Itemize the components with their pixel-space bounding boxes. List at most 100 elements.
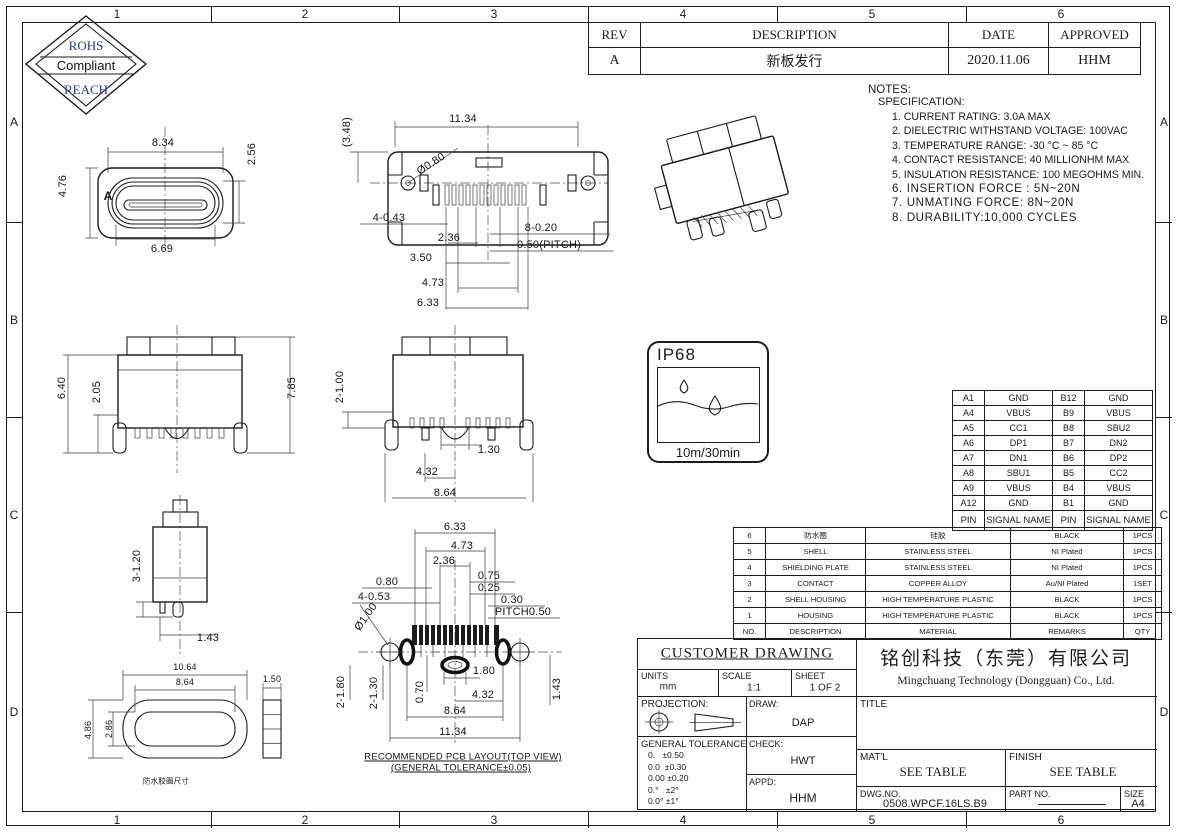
draw-label: DRAW:: [749, 699, 779, 709]
grid-divider: [777, 812, 779, 828]
table-cell: B9: [1052, 405, 1085, 421]
grid-col-label: 2: [301, 813, 309, 827]
list-item: 2. DIELECTRIC WITHSTAND VOLTAGE: 100VAC: [892, 125, 1128, 138]
table-cell: NI Plated: [1010, 559, 1124, 576]
table-cell: B7: [1052, 435, 1085, 451]
title-block-divider: [746, 774, 856, 776]
dim-label: 2.56: [246, 142, 258, 166]
side-view-drawing: [63, 325, 295, 473]
table-cell: A8: [952, 465, 985, 481]
list-item: 0.° ±2°: [648, 784, 679, 795]
table-cell: SBU1: [984, 465, 1053, 481]
table-cell: BLACK: [1010, 527, 1124, 544]
rohs-compliance-stamp: ROHS Compliant REACH: [24, 15, 148, 115]
table-cell: 5: [733, 543, 766, 560]
table-cell: DESCRIPTION: [640, 22, 949, 48]
table-cell: A9: [952, 480, 985, 496]
units-label: UNITS: [641, 671, 668, 681]
grid-col-label: 6: [1057, 813, 1065, 827]
dim-label: 8.64: [443, 705, 467, 717]
grid-divider: [1156, 417, 1172, 419]
list-item: 7. UNMATING FORCE: 8N~20N: [892, 196, 1074, 210]
table-cell: NI Plated: [1010, 543, 1124, 560]
table-cell: 1PCS: [1123, 559, 1162, 576]
table-cell: 4: [733, 559, 766, 576]
grid-col-label: 3: [490, 7, 498, 21]
table-cell: 防水圈: [765, 527, 866, 544]
dim-label: 3.50: [409, 252, 433, 264]
dim-label: 3-1.20: [131, 549, 143, 583]
table-cell: B5: [1052, 465, 1085, 481]
table-cell: MATERIAL: [865, 623, 1011, 640]
dim-label: 11.34: [439, 726, 467, 738]
list-item: 0.0 ±0.30: [648, 761, 687, 772]
finish-label: FINISH: [1009, 752, 1042, 763]
dim-label: 4-0.53: [357, 591, 391, 603]
dim-label: 1.30: [477, 444, 501, 456]
projection-label: PROJECTION:: [641, 699, 709, 710]
dim-label: 8.34: [151, 137, 175, 149]
grid-col-label: 2: [301, 7, 309, 21]
table-cell: QTY: [1123, 623, 1162, 640]
grid-row-label: A: [1159, 115, 1169, 129]
table-cell: HIGH TEMPERATURE PLASTIC: [865, 591, 1011, 608]
dim-label: 4.32: [471, 689, 495, 701]
table-cell: BLACK: [1010, 591, 1124, 608]
sheet-value: 1 OF 2: [809, 682, 841, 694]
table-cell: HHM: [1048, 47, 1141, 75]
company-name-en: Mingchuang Technology (Dongguan) Co., Lt…: [897, 675, 1115, 687]
finish-value: SEE TABLE: [1049, 764, 1117, 779]
title-block-divider: [856, 786, 1157, 788]
grid-divider: [966, 812, 968, 828]
table-cell: B12: [1052, 390, 1085, 406]
list-item: 0. ±0.50: [648, 750, 684, 760]
appd-value: HHM: [789, 791, 817, 805]
table-cell: DATE: [948, 22, 1049, 48]
list-item: 4. CONTACT RESISTANCE: 40 MILLIONHM MAX: [892, 154, 1130, 167]
list-item: 0.00 ±0.20: [648, 773, 689, 783]
grid-divider: [6, 222, 22, 224]
dim-label: 2-1.30: [368, 676, 380, 710]
table-cell: APPROVED: [1048, 22, 1141, 48]
title-block: CUSTOMER DRAWING UNITS mm SCALE 1:1 SHEE…: [637, 638, 1157, 811]
ip68-caption: 10m/30min: [675, 445, 741, 460]
table-cell: GND: [984, 495, 1053, 511]
ip68-rating-badge: IP68 10m/30min: [647, 341, 769, 463]
scale-value: 1:1: [747, 682, 761, 694]
compliant-text: Compliant: [57, 58, 116, 73]
table-cell: GND: [984, 390, 1053, 406]
table-cell: HOUSING: [765, 607, 866, 624]
title-block-divider: [856, 696, 1157, 698]
water-drops-icon: [658, 379, 758, 416]
dim-label: 8.64: [175, 677, 195, 687]
table-cell: CC2: [1084, 465, 1153, 481]
ip68-illustration: [657, 367, 760, 443]
dim-label: 4-0.43: [372, 212, 406, 224]
table-cell: A6: [952, 435, 985, 451]
grid-row-label: D: [9, 705, 19, 719]
check-label: CHECK:: [749, 739, 784, 749]
grid-divider: [6, 417, 22, 419]
part-no-blank: [1038, 804, 1106, 805]
dwg-no-value: 0508.WPCF.16LS.B9: [883, 798, 987, 810]
table-cell: VBUS: [984, 480, 1053, 496]
grid-row-label: D: [1159, 705, 1169, 719]
table-cell: 新板发行: [640, 47, 949, 75]
gasket-caption: 防水胶圈尺寸: [142, 776, 190, 786]
table-cell: B8: [1052, 420, 1085, 436]
dim-label: (3.48): [341, 117, 353, 147]
table-cell: SBU2: [1084, 420, 1153, 436]
dim-label: 6.69: [150, 243, 174, 255]
dim-label: 8.64: [433, 487, 457, 499]
table-cell: GND: [1084, 390, 1153, 406]
pcb-caption: (GENERAL TOLERANCE±0.05): [390, 762, 532, 774]
